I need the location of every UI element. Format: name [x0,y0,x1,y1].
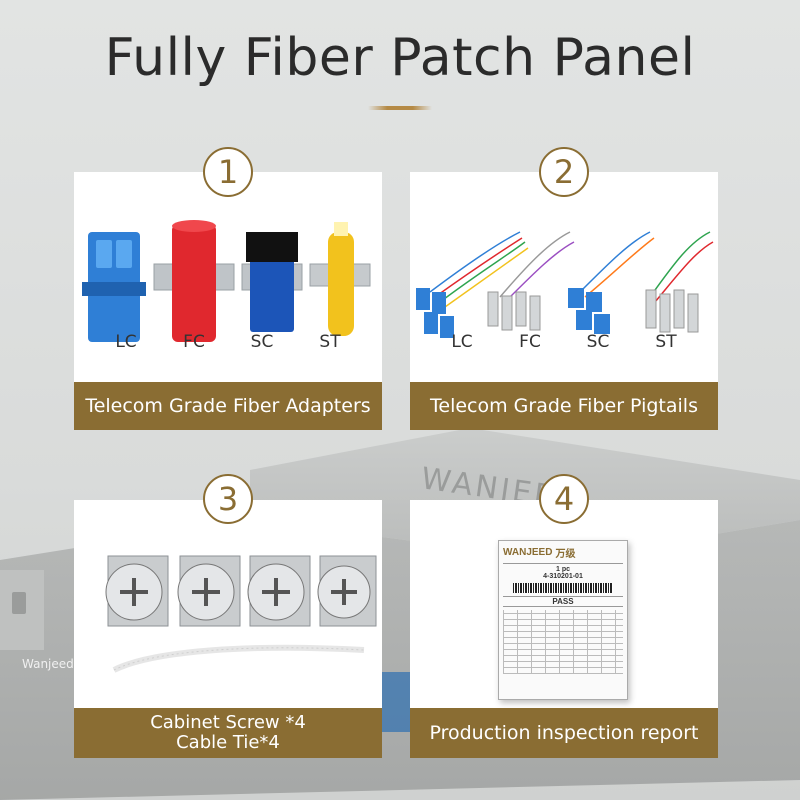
label-lc: LC [451,332,473,352]
cabinet-screws-image [105,555,377,673]
card-accessories: Cabinet Screw *4 Cable Tie*4 [74,500,382,758]
sc-pigtail-connectors [568,288,584,308]
card-caption: Cabinet Screw *4 Cable Tie*4 [74,708,382,758]
inspection-report-sheet: WANJEED 万级 1 pc 4-310201-01 PASS [498,540,628,700]
caption-line-cable-tie: Cable Tie*4 [176,732,280,753]
title-underline [368,106,432,110]
label-sc: SC [250,332,274,352]
report-result: PASS [503,596,623,607]
fiber-pigtails-image [416,231,714,338]
card-caption: Production inspection report [410,708,718,758]
fc-pigtail-connectors [487,291,499,327]
card-caption: Telecom Grade Fiber Pigtails [410,382,718,430]
background-small-logo: Wanjeed [22,657,74,671]
badge-number-3: 3 [203,474,253,524]
label-fc: FC [519,332,541,352]
badge-number-4: 4 [539,474,589,524]
fc-adapter [172,224,216,342]
page-title: Fully Fiber Patch Panel [104,28,696,88]
label-st: ST [319,332,341,352]
report-code: 4-310201-01 [543,573,583,580]
st-adapter [328,232,354,336]
label-st: ST [655,332,677,352]
card-fiber-pigtails: LC FC SC ST Telecom Grade Fiber Pigtails [410,172,718,430]
report-brand-cn: 万级 [555,549,576,560]
lc-pigtail-connectors [416,288,430,310]
label-sc: SC [586,332,610,352]
card-caption: Telecom Grade Fiber Adapters [74,382,382,430]
badge-number-1: 1 [203,147,253,197]
report-qty: 1 pc [555,566,570,573]
label-lc: LC [115,332,137,352]
card-fiber-adapters: LC FC SC ST Telecom Grade Fiber Adapters [74,172,382,430]
report-brand: WANJEED [503,547,553,558]
cable-tie [112,644,365,673]
caption-line-screws: Cabinet Screw *4 [150,712,306,733]
label-fc: FC [183,332,205,352]
card-inspection-report: WANJEED 万级 1 pc 4-310201-01 PASS Product… [410,500,718,758]
report-table [503,610,623,674]
st-pigtail-connectors [645,289,657,329]
badge-number-2: 2 [539,147,589,197]
fiber-adapters-image [82,220,371,342]
report-barcode [513,583,613,593]
